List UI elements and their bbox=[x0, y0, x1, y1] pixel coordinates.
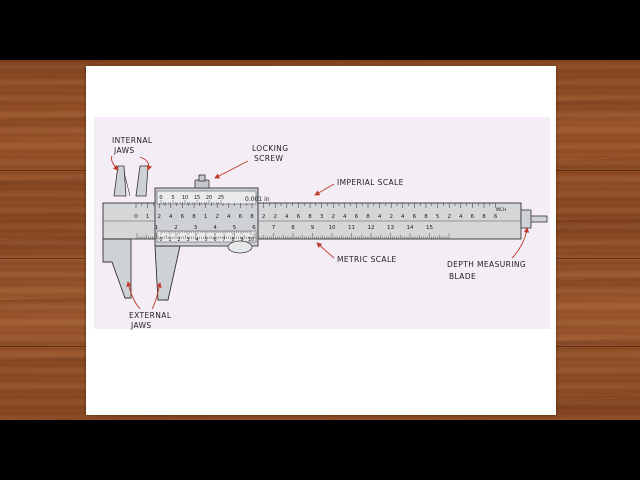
imperial-scale-arrow bbox=[314, 183, 335, 196]
imperial-tick-label: 4 bbox=[401, 214, 405, 220]
metric-tick-label: 3 bbox=[194, 225, 198, 231]
metric-tick-label: 11 bbox=[348, 225, 355, 231]
metric-tick-label: 14 bbox=[407, 225, 414, 231]
vernier-bottom-label: 8 bbox=[231, 237, 234, 243]
metric-tick-label: 4 bbox=[213, 225, 217, 231]
imperial-tick-label: 8 bbox=[308, 214, 312, 220]
depth-measuring-blade bbox=[520, 209, 548, 229]
metric-tick-label: 2 bbox=[174, 225, 178, 231]
imperial-tick-label: 6 bbox=[297, 214, 301, 220]
locking-screw bbox=[194, 174, 210, 189]
imperial-tick-label: 8 bbox=[482, 214, 486, 220]
metric-scale-label: METRIC SCALE bbox=[337, 255, 397, 264]
vernier-unit-label: 0.001 in bbox=[245, 196, 270, 203]
vernier-bottom-label: 4 bbox=[195, 237, 198, 243]
imperial-tick-label: 6 bbox=[494, 214, 498, 220]
vernier-top-label: 25 bbox=[218, 195, 224, 201]
depth-blade-label-line1: DEPTH MEASURING bbox=[447, 260, 526, 269]
metric-tick-label: 8 bbox=[291, 225, 295, 231]
imperial-tick-label: 2 bbox=[262, 214, 266, 220]
locking-screw-label-line1: LOCKING bbox=[252, 144, 288, 153]
vernier-bottom-label: 0 bbox=[159, 237, 162, 243]
vernier-top-label: 0 bbox=[159, 195, 162, 201]
imperial-tick-label: 0 bbox=[134, 214, 138, 220]
imperial-tick-label: 8 bbox=[366, 214, 370, 220]
imperial-tick-label: 2 bbox=[273, 214, 277, 220]
imperial-tick-label: 6 bbox=[413, 214, 417, 220]
imperial-tick-label: 2 bbox=[157, 214, 161, 220]
internal-jaws bbox=[113, 165, 149, 197]
external-jaws-arrow bbox=[126, 281, 141, 310]
imperial-tick-label: 6 bbox=[471, 214, 475, 220]
locking-screw-arrow bbox=[214, 160, 249, 179]
imperial-tick-label: 4 bbox=[227, 214, 231, 220]
external-jaws-arrow bbox=[151, 282, 162, 310]
vernier-top-label: 10 bbox=[182, 195, 188, 201]
external-jaws bbox=[102, 238, 181, 301]
imperial-tick-label: 2 bbox=[447, 214, 451, 220]
external-jaws-label-line1: EXTERNAL bbox=[129, 311, 172, 320]
metric-tick-label: 12 bbox=[368, 225, 375, 231]
inch-mark-label: INCH bbox=[496, 207, 506, 212]
metric-scale-arrow bbox=[316, 242, 335, 259]
internal-jaws-arrow bbox=[139, 156, 152, 171]
imperial-tick-label: 3 bbox=[320, 214, 324, 220]
imperial-tick-label: 6 bbox=[181, 214, 185, 220]
vernier-bottom-label: 3 bbox=[186, 237, 189, 243]
depth-blade-arrow bbox=[511, 227, 530, 259]
external-jaws-label-line2: JAWS bbox=[130, 321, 152, 330]
metric-tick-label: 1 bbox=[155, 225, 159, 231]
metric-tick-label: 5 bbox=[233, 225, 237, 231]
vernier-bottom-label: 5 bbox=[204, 237, 207, 243]
imperial-tick-label: 6 bbox=[239, 214, 243, 220]
imperial-tick-label: 8 bbox=[424, 214, 428, 220]
vernier-bottom-label: 7 bbox=[222, 237, 225, 243]
imperial-tick-label: 4 bbox=[343, 214, 347, 220]
imperial-tick-label: 2 bbox=[331, 214, 335, 220]
vernier-bottom-label: 6 bbox=[213, 237, 216, 243]
depth-blade-label-line2: BLADE bbox=[449, 272, 476, 281]
metric-tick-label: 15 bbox=[426, 225, 433, 231]
imperial-tick-label: 8 bbox=[192, 214, 196, 220]
internal-jaws-label-line2: JAWS bbox=[113, 146, 135, 155]
imperial-tick-label: 2 bbox=[215, 214, 219, 220]
imperial-tick-label: 4 bbox=[378, 214, 382, 220]
vernier-imperial-scale: 0 5 10 15 20 25 bbox=[159, 195, 224, 204]
vernier-bottom-label: 10 bbox=[248, 237, 254, 243]
imperial-tick-label: 1 bbox=[146, 214, 150, 220]
metric-tick-label: 13 bbox=[387, 225, 394, 231]
imperial-tick-label: 4 bbox=[285, 214, 289, 220]
imperial-tick-label: 2 bbox=[389, 214, 393, 220]
vernier-top-label: 5 bbox=[171, 195, 174, 201]
imperial-tick-label: 4 bbox=[169, 214, 173, 220]
imperial-tick-label: 4 bbox=[459, 214, 463, 220]
vernier-bottom-label: 1 bbox=[168, 237, 171, 243]
imperial-tick-label: 1 bbox=[204, 214, 208, 220]
metric-tick-label: 9 bbox=[311, 225, 315, 231]
vernier-top-label: 20 bbox=[206, 195, 212, 201]
locking-screw-label-line2: SCREW bbox=[254, 154, 284, 163]
metric-tick-label: 6 bbox=[252, 225, 256, 231]
imperial-tick-label: 6 bbox=[355, 214, 359, 220]
internal-jaws-arrow bbox=[111, 155, 119, 171]
vernier-bottom-label: 9 bbox=[240, 237, 243, 243]
metric-tick-label: 7 bbox=[272, 225, 276, 231]
imperial-scale: 0 1 2 4 6 8 1 2 4 6 8 2 2 4 6 8 3 2 4 6 8 4 2 4 6 8 5 2 4 6 8 6 bbox=[134, 203, 498, 220]
vernier-bottom-label: 2 bbox=[177, 237, 180, 243]
internal-jaws-label-line1: INTERNAL bbox=[112, 136, 153, 145]
metric-tick-label: 10 bbox=[329, 225, 336, 231]
imperial-tick-label: 8 bbox=[250, 214, 254, 220]
imperial-tick-label: 5 bbox=[436, 214, 440, 220]
vernier-top-label: 15 bbox=[194, 195, 200, 201]
imperial-scale-label: IMPERIAL SCALE bbox=[337, 178, 404, 187]
vernier-slider bbox=[154, 187, 259, 254]
